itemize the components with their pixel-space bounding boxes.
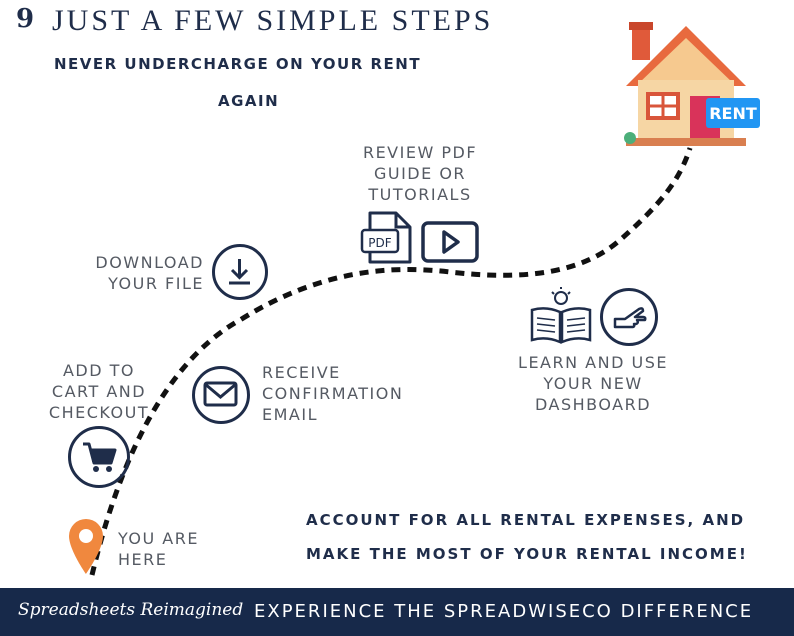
location-pin-icon	[69, 519, 103, 574]
video-play-icon	[421, 221, 479, 263]
footer-bar	[0, 588, 794, 636]
step-add-to-cart-label: ADD TO CART AND CHECKOUT	[48, 361, 150, 422]
pointing-hand-icon	[600, 288, 658, 346]
footer-tagline: EXPERIENCE THE SPREADWISECO DIFFERENCE	[254, 601, 754, 622]
cta-line-2: MAKE THE MOST OF YOUR RENTAL INCOME!	[306, 545, 748, 563]
pdf-label: PDF	[368, 236, 391, 250]
rent-sign-label: RENT	[709, 104, 757, 123]
cta-line-1: ACCOUNT FOR ALL RENTAL EXPENSES, AND	[306, 511, 746, 529]
subtitle-line-2: AGAIN	[218, 92, 280, 110]
step-learn-label: LEARN AND USE YOUR NEW DASHBOARD	[518, 353, 668, 414]
pdf-file-icon: PDF	[360, 211, 412, 264]
step-receive-label: RECEIVE CONFIRMATION EMAIL	[262, 363, 404, 424]
step-count: 9	[16, 4, 35, 34]
shopping-cart-icon	[68, 426, 130, 488]
you-are-here-label: YOU ARE HERE	[118, 529, 199, 569]
house-icon: RENT	[624, 22, 760, 146]
page-title: JUST A FEW SIMPLE STEPS	[52, 4, 494, 37]
step-download-label: DOWNLOAD YOUR FILE	[95, 253, 204, 293]
open-book-lightbulb-icon	[530, 287, 592, 344]
email-envelope-icon	[192, 366, 250, 424]
subtitle-line-1: NEVER UNDERCHARGE ON YOUR RENT	[54, 55, 422, 73]
step-review-label: REVIEW PDF GUIDE OR TUTORIALS	[362, 143, 478, 204]
brand-signature: Spreadsheets Reimagined	[18, 600, 244, 620]
download-icon	[212, 244, 268, 300]
